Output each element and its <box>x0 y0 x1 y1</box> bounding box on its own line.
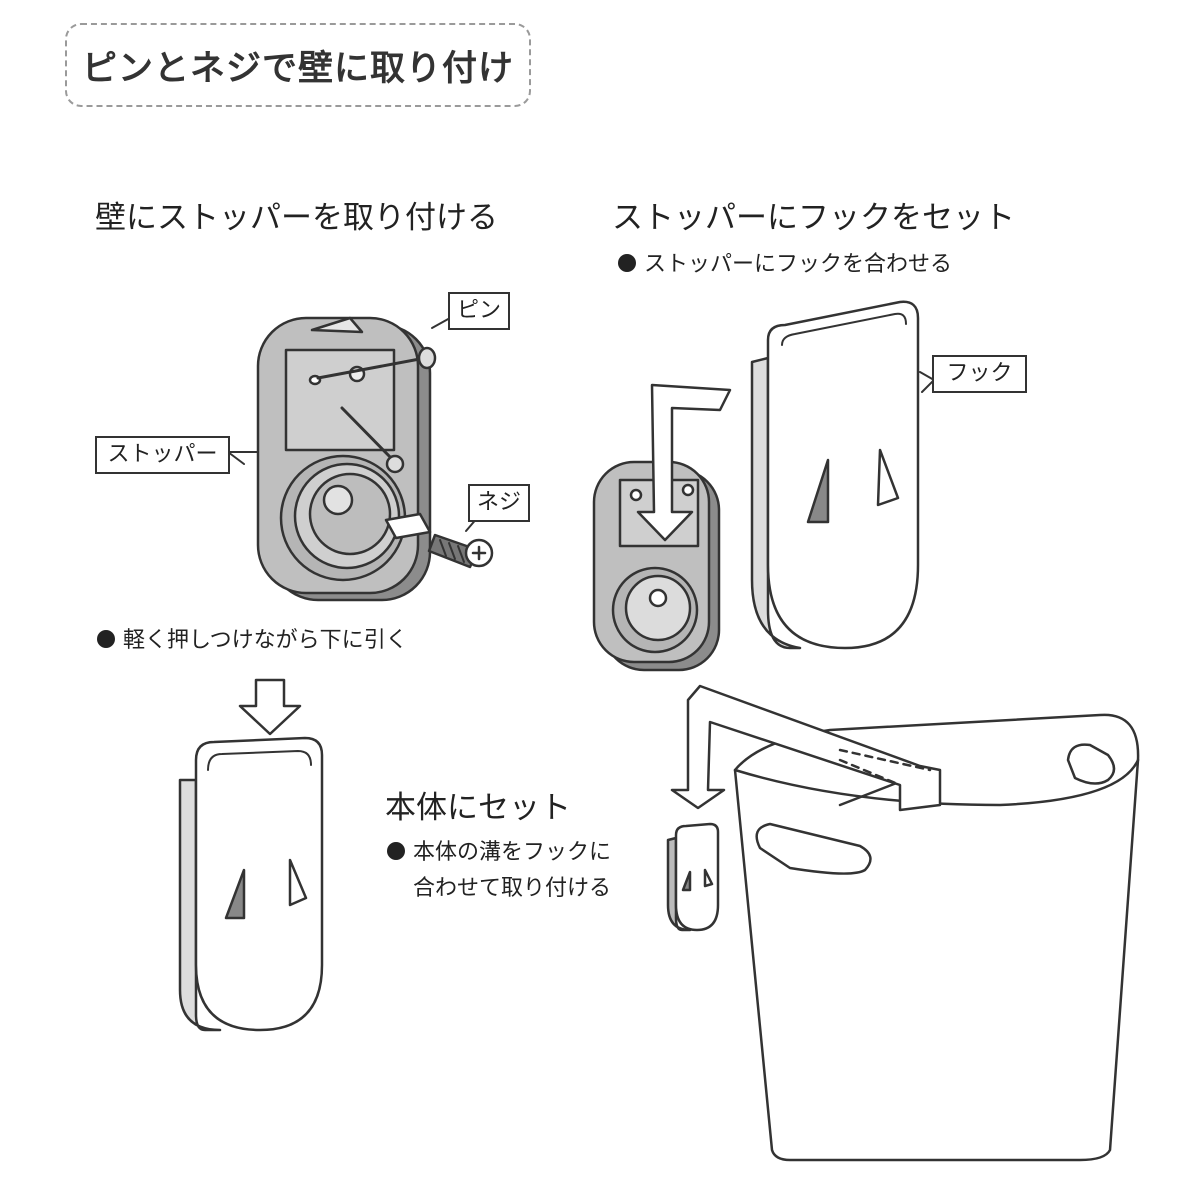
hook-label: フック <box>932 355 1027 393</box>
bullet-icon <box>387 842 405 860</box>
stopper-step1 <box>256 316 494 602</box>
step2-heading: ストッパーにフックをセット <box>612 200 1015 236</box>
step3-note-line1: 本体の溝をフックに <box>387 836 611 870</box>
basket <box>733 713 1140 1162</box>
bullet-icon <box>618 254 636 272</box>
hook-step2 <box>750 300 920 650</box>
screw-label: ネジ <box>468 484 530 522</box>
page-title: ピンとネジで壁に取り付け <box>65 23 531 107</box>
step3-note-line2: 合わせて取り付ける <box>413 876 612 901</box>
step3-heading: 本体にセット <box>385 790 571 826</box>
pin-label: ピン <box>448 292 510 330</box>
stopper-step2 <box>592 460 721 672</box>
step2-note: ストッパーにフックを合わせる <box>618 248 952 282</box>
hook-on-basket <box>670 684 942 812</box>
stopper-label: ストッパー <box>95 436 230 474</box>
hook-step1-result <box>178 736 324 1032</box>
hook-small-step3 <box>666 822 720 932</box>
bullet-icon <box>97 630 115 648</box>
step1-note: 軽く押しつけながら下に引く <box>97 624 408 658</box>
step1-heading: 壁にストッパーを取り付ける <box>95 200 498 236</box>
